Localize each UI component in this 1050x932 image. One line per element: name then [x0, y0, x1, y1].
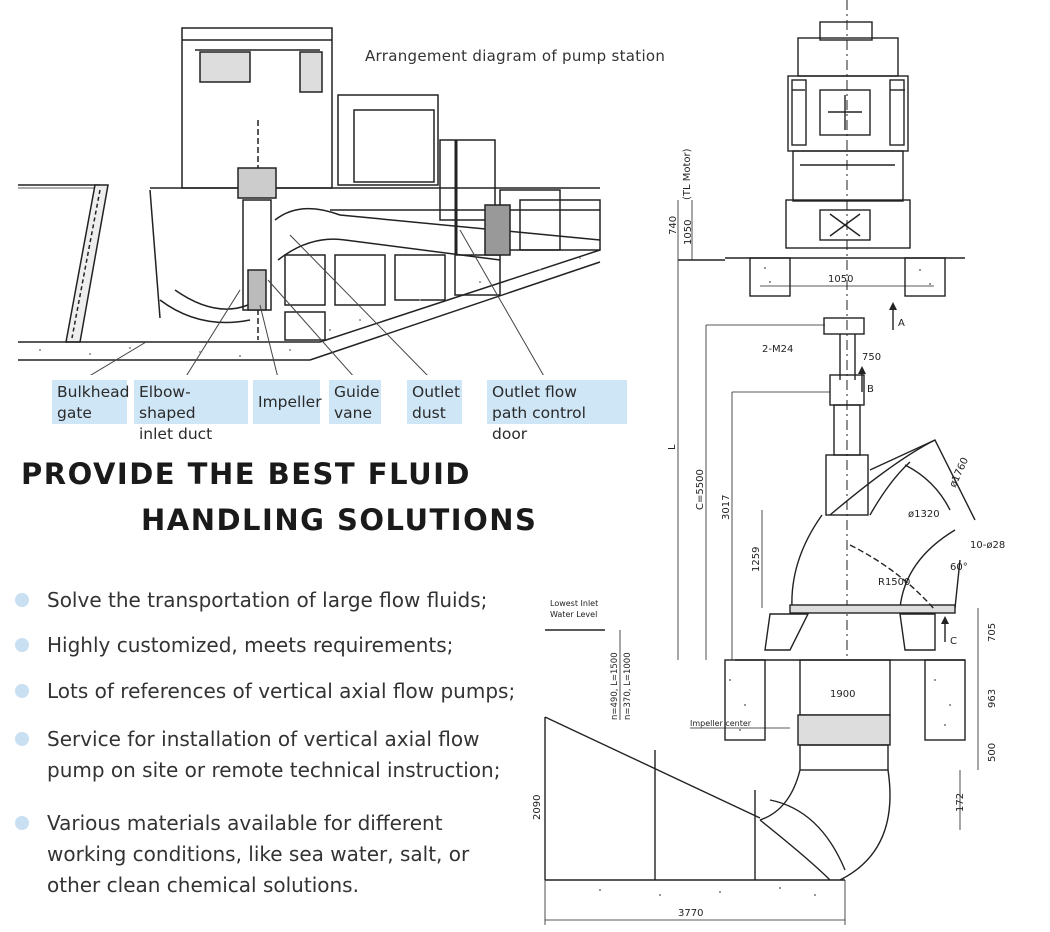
annotation-d740: 740: [668, 216, 679, 235]
annotation-d500: 500: [987, 743, 998, 762]
annotation-bolt: 2-M24: [762, 344, 793, 355]
feature-item: Service for installation of vertical axi…: [15, 724, 520, 786]
annotation-d1900: 1900: [830, 689, 855, 700]
annotation-d2090: 2090: [532, 795, 543, 820]
annotation-phi1320: ø1320: [908, 509, 940, 520]
annotation-impeller-center: Impeller center: [690, 719, 752, 728]
bullet-icon: [15, 593, 29, 607]
label-impeller: Impeller: [253, 380, 322, 424]
feature-item: Highly customized, meets requirements;: [15, 630, 520, 661]
annotation-d705: 705: [987, 623, 998, 642]
annotation-d3017: 3017: [721, 495, 732, 520]
annotation-secA: A: [898, 318, 905, 329]
feature-item: Various materials available for differen…: [15, 808, 520, 901]
annotation-lowest-level-2: Water Level: [550, 610, 597, 619]
annotation-deg60: 60°: [950, 562, 968, 573]
headline-line1: PROVIDE THE BEST FLUID: [21, 457, 471, 491]
annotation-lowest-level-1: Lowest Inlet: [550, 599, 598, 608]
annotation-secC: C: [950, 636, 957, 647]
annotation-d3770: 3770: [678, 908, 703, 919]
bullet-icon: [15, 638, 29, 652]
annotation-n1: n=490, L=1500: [610, 652, 620, 720]
annotation-motor: (TL Motor): [682, 148, 693, 200]
annotation-d1050v: 1050: [683, 220, 694, 245]
annotation-d172: 172: [955, 793, 966, 812]
annotation-d963: 963: [987, 689, 998, 708]
diagram-title: Arrangement diagram of pump station: [365, 47, 666, 65]
feature-item: Solve the transportation of large flow f…: [15, 585, 520, 616]
bullet-icon: [15, 684, 29, 698]
annotation-r1500: R1500: [878, 577, 910, 588]
annotation-c5500: C=5500: [695, 469, 706, 510]
feature-item: Lots of references of vertical axial flo…: [15, 676, 520, 707]
bullet-icon: [15, 732, 29, 746]
annotation-holes: 10-ø28: [970, 540, 1005, 551]
annotation-d1259: 1259: [751, 547, 762, 572]
annotation-d750: 750: [862, 352, 881, 363]
annotation-L: L: [667, 444, 678, 450]
headline-line2: HANDLING SOLUTIONS: [141, 503, 538, 537]
annotation-secB: B: [867, 384, 874, 395]
bullet-icon: [15, 816, 29, 830]
pump-station-section-drawing: [18, 27, 601, 375]
annotation-d1050h: 1050: [828, 274, 853, 285]
annotation-n2: n=370, L=1000: [623, 652, 633, 720]
